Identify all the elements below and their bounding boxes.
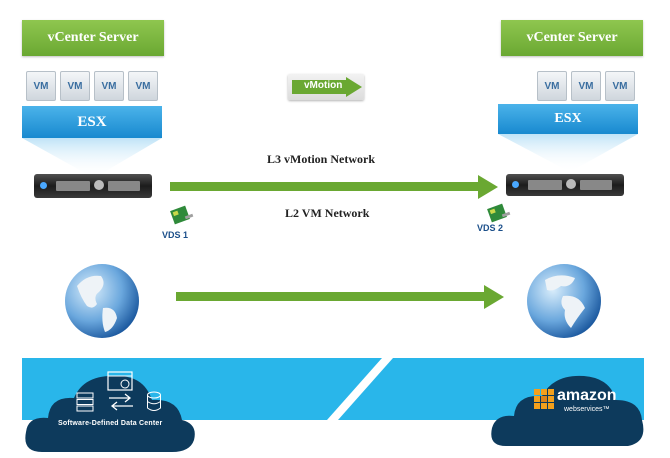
esx-right-label: ESX <box>554 111 582 126</box>
network-swap-icon <box>109 393 133 411</box>
vm-right-2: VM <box>571 71 601 101</box>
vm-group-right: VM VM VM <box>537 71 635 101</box>
aws-cloud <box>491 375 644 446</box>
server-left-bay <box>108 181 140 191</box>
l3-network-arrow <box>170 175 498 199</box>
vm-left-2: VM <box>60 71 90 101</box>
database-icon <box>147 391 161 411</box>
vmotion-badge: vMotion <box>288 74 364 100</box>
vm-right-3: VM <box>605 71 635 101</box>
vmotion-arrow-icon <box>292 77 362 97</box>
vm-left-3: VM <box>94 71 124 101</box>
vmotion-label: vMotion <box>304 80 343 91</box>
wan-arrow <box>176 285 504 309</box>
vm-right-1: VM <box>537 71 567 101</box>
server-right-bay <box>580 180 612 190</box>
esx-funnel-left <box>22 138 162 178</box>
server-rack-icon <box>76 392 94 412</box>
server-left-bay <box>56 181 90 191</box>
aws-webservices-text: webservices <box>564 406 603 413</box>
aws-amazon-label: amazon <box>557 387 617 404</box>
globe-icon-right <box>527 264 601 338</box>
l3-vmotion-network-label: L3 vMotion Network <box>267 152 375 166</box>
aws-logo-icon <box>534 389 554 409</box>
vcenter-server-right: vCenter Server <box>501 20 643 56</box>
sddc-cloud <box>25 375 195 452</box>
server-right-knob <box>566 179 576 189</box>
browser-window-icon <box>107 371 133 391</box>
server-left <box>34 174 152 198</box>
nic-card-icon-right <box>487 203 511 223</box>
vcenter-server-right-label: vCenter Server <box>526 30 618 45</box>
server-right <box>506 174 624 196</box>
vm-left-1: VM <box>26 71 56 101</box>
sddc-label: Software-Defined Data Center <box>58 420 163 427</box>
globe-icon-left <box>65 264 139 338</box>
server-left-knob <box>94 180 104 190</box>
vcenter-server-left: vCenter Server <box>22 20 164 56</box>
vm-group-left: VM VM VM VM <box>26 71 158 101</box>
esx-left-label: ESX <box>77 113 107 130</box>
esx-host-right: ESX <box>498 104 638 134</box>
vds-2-label: VDS 2 <box>477 223 504 233</box>
esx-funnel-right <box>498 134 638 172</box>
l2-vm-network-label: L2 VM Network <box>285 206 370 220</box>
vcenter-server-left-label: vCenter Server <box>47 30 139 45</box>
server-left-led <box>40 182 47 189</box>
esx-host-left: ESX <box>22 106 162 138</box>
server-right-led <box>512 181 519 188</box>
aws-webservices-label: webservices™ <box>564 406 610 413</box>
nic-card-icon-left <box>170 205 194 225</box>
vm-left-4: VM <box>128 71 158 101</box>
vds-1-label: VDS 1 <box>162 230 189 240</box>
server-right-bay <box>528 180 562 190</box>
aws-trademark: ™ <box>602 406 610 413</box>
